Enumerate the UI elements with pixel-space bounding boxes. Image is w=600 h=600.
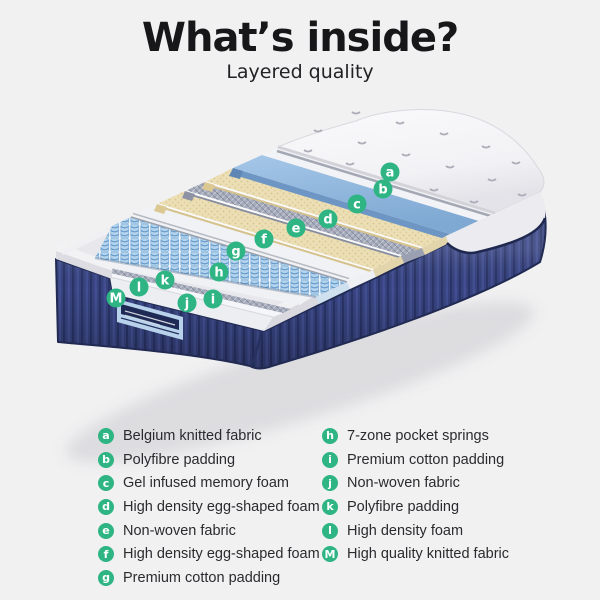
layer-c-gel-memory-foam [233,155,479,234]
legend-badge-c: c [98,475,114,492]
legend-badge-a: a [98,427,114,444]
diagram-badge-g: g [226,241,246,261]
svg-text:d: d [323,213,332,228]
layer-j-non-woven-fabric [101,266,291,313]
svg-text:f: f [261,233,267,248]
legend-badge-h: h [322,427,338,444]
diagram-badge-i: i [203,289,223,309]
tray-rim-back [60,226,114,255]
svg-text:e: e [292,222,301,237]
layer-h-pocket-springs [95,217,347,297]
svg-text:c: c [353,198,361,213]
legend-item-j: j Non-woven fabric [322,471,509,495]
legend-label: Polyfibre padding [347,498,460,515]
svg-text:l: l [137,281,141,296]
legend-item-b: b Polyfibre padding [98,448,320,472]
svg-text:i: i [211,293,215,308]
legend-badge-e: e [98,522,114,539]
diagram-badge-d: d [318,209,338,229]
layer-d-egg-foam [205,168,450,248]
diagram-badge-f: f [254,229,274,249]
svg-text:M: M [110,292,123,307]
legend-label: High density foam [347,522,464,539]
legend-label: Non-woven fabric [347,475,460,492]
legend-badge-l: l [322,522,338,539]
layer-a-belgium-knitted-fabric [276,109,545,214]
diagram-badge-b: b [373,179,393,199]
legend-badge-m: M [322,546,338,563]
legend-badge-g: g [98,569,114,586]
diagram-badge-l: l [129,277,149,297]
legend-label: Premium cotton padding [123,569,281,586]
legend-item-g: g Premium cotton padding [98,566,320,590]
diagram-badge-m: M [106,288,126,308]
diagram-badge-a: a [380,162,400,182]
legend-label: High density egg-shaped foam [123,546,320,563]
page-subtitle: Layered quality [226,61,374,83]
legend-label: High quality knitted fabric [347,546,509,563]
legend-item-c: c Gel infused memory foam [98,471,320,495]
layer-k-polyfibre-padding [106,272,283,317]
legend-label: Polyfibre padding [123,451,236,468]
svg-text:k: k [161,274,170,289]
legend-item-d: d High density egg-shaped foam [98,495,320,519]
diagram-badge-e: e [286,218,306,238]
layer-i-premium-cotton-padding [95,258,310,305]
layer-f-egg-foam [157,191,401,270]
legend-badge-j: j [322,475,338,492]
legend-label: Belgium knitted fabric [123,427,262,444]
legend-label: High density egg-shaped foam [123,498,320,515]
layer-e-non-woven-fabric [185,182,422,256]
legend-item-a: a Belgium knitted fabric [98,424,320,448]
svg-text:b: b [378,183,387,198]
diagram-badge-k: k [155,270,175,290]
page-title: What’s inside? [141,15,459,61]
svg-text:j: j [184,297,189,312]
legend-badge-i: i [322,451,338,468]
legend-item-f: f High density egg-shaped foam [98,542,320,566]
legend-badge-f: f [98,546,114,563]
legend-label: Non-woven fabric [123,522,236,539]
legend-item-i: i Premium cotton padding [322,448,509,472]
legend-badge-d: d [98,498,114,515]
legend-item-e: e Non-woven fabric [98,519,320,543]
diagram-badge-j: j [177,293,197,313]
legend-badge-b: b [98,451,114,468]
layer-g-premium-cotton-padding [131,204,373,282]
legend-item-l: l High density foam [322,519,509,543]
legend-item-k: k Polyfibre padding [322,495,509,519]
legend-label: Premium cotton padding [347,451,505,468]
legend-label: 7-zone pocket springs [347,427,489,444]
legend-item-h: h 7-zone pocket springs [322,424,509,448]
legend-badge-k: k [322,498,338,515]
legend-item-m: M High quality knitted fabric [322,542,509,566]
diagram-badge-c: c [347,194,367,214]
legend-label: Gel infused memory foam [123,475,290,492]
svg-text:h: h [214,266,223,281]
diagram-badge-h: h [209,262,229,282]
svg-text:a: a [386,166,395,181]
svg-text:g: g [231,245,240,260]
